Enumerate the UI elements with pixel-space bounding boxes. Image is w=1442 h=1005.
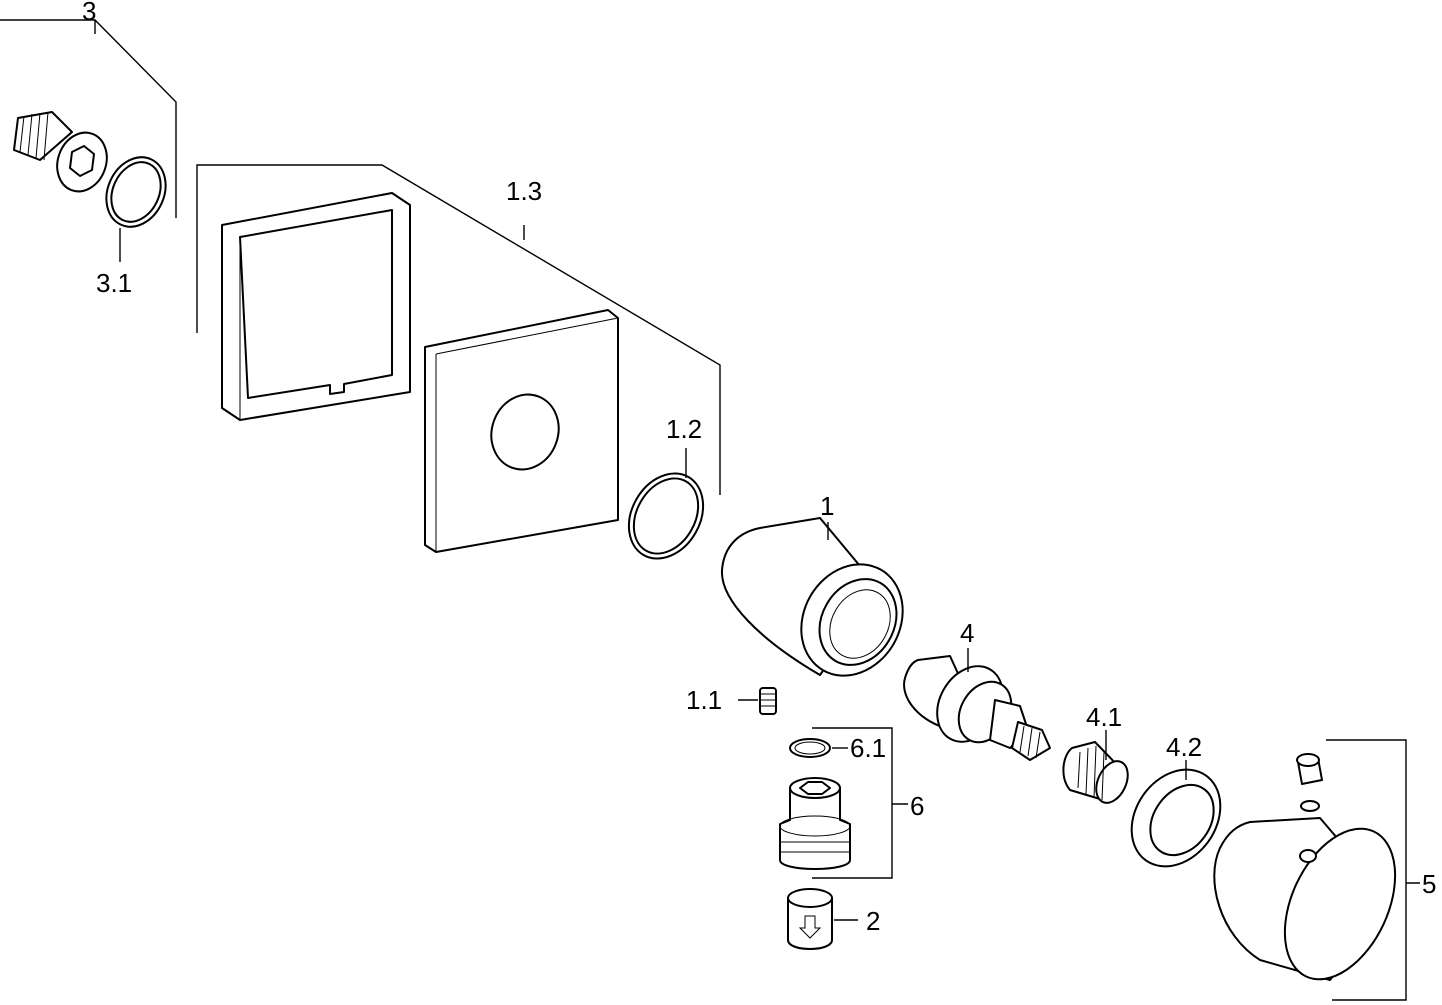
part-1-1-set-screw xyxy=(759,687,777,715)
part-5-screw xyxy=(1296,753,1323,812)
part-6-1-o-ring xyxy=(789,738,831,758)
part-3-screw-plug xyxy=(13,111,108,193)
part-4-2-ring xyxy=(1130,768,1222,868)
part-3-1-o-ring xyxy=(105,156,167,228)
part-4-1-adapter xyxy=(1062,741,1129,804)
label-part-4: 4 xyxy=(960,618,974,648)
part-6-fitting xyxy=(779,777,851,870)
label-part-1-2: 1.2 xyxy=(666,414,702,444)
part-5-handle xyxy=(1213,817,1397,981)
label-part-5: 5 xyxy=(1422,869,1436,899)
label-part-6: 6 xyxy=(910,791,924,821)
part-1-sleeve xyxy=(720,517,904,677)
label-part-4-1: 4.1 xyxy=(1086,702,1122,732)
part-2-cap xyxy=(787,888,833,950)
label-part-1-3: 1.3 xyxy=(506,176,542,206)
label-part-6-1: 6.1 xyxy=(850,733,886,763)
leader-part-5 xyxy=(1326,739,1420,1001)
label-part-2: 2 xyxy=(866,906,880,936)
part-4-cartridge xyxy=(903,655,1051,761)
leader-part-3 xyxy=(0,19,177,218)
part-1-2-o-ring xyxy=(627,472,705,560)
part-1-3-cover-plate xyxy=(424,309,619,553)
label-part-1-1: 1.1 xyxy=(686,685,722,715)
leader-part-6 xyxy=(812,727,908,879)
part-1-3-square-frame xyxy=(221,192,411,421)
label-part-4-2: 4.2 xyxy=(1166,732,1202,762)
label-part-3: 3 xyxy=(82,0,96,26)
label-part-1: 1 xyxy=(820,491,834,521)
label-part-3-1: 3.1 xyxy=(96,268,132,298)
leader-part-1-3 xyxy=(196,164,721,495)
